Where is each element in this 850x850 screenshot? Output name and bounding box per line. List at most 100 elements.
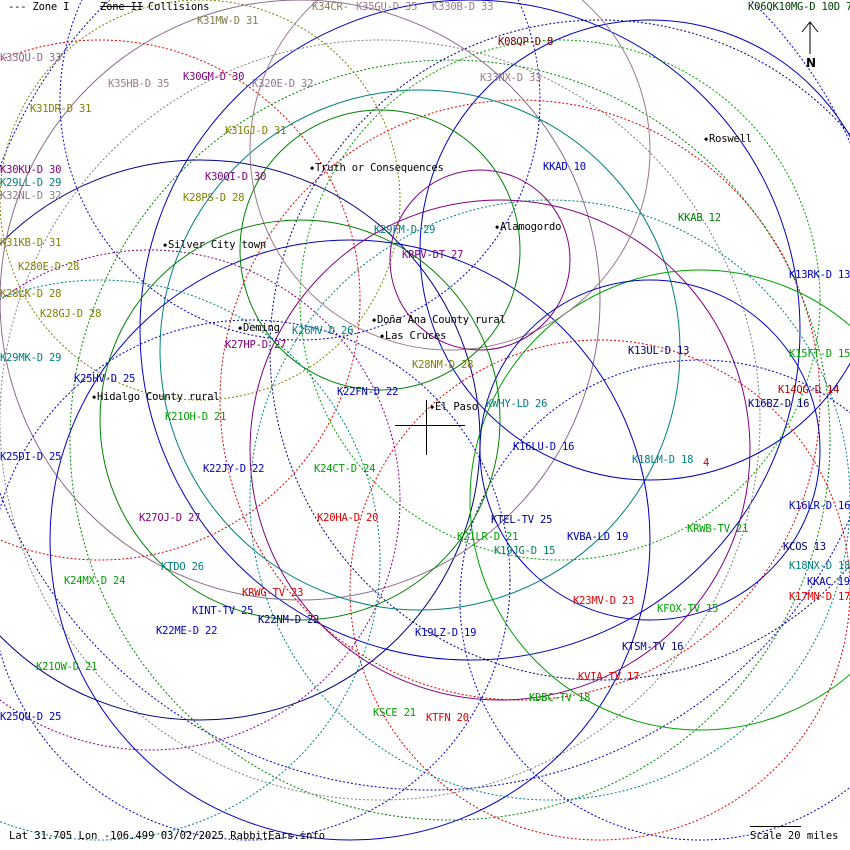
city-label: Roswell xyxy=(704,133,752,145)
station-label[interactable]: K30GM-D 30 xyxy=(183,71,245,83)
station-label[interactable]: K22FN-D 22 xyxy=(337,386,399,398)
station-label[interactable]: KSCE 21 xyxy=(373,707,416,719)
station-label[interactable]: KINT-TV 25 xyxy=(192,605,254,617)
station-label[interactable]: K24CT-D 24 xyxy=(314,463,376,475)
station-label[interactable]: KKAD 10 xyxy=(543,161,586,173)
coverage-circle xyxy=(0,39,761,801)
station-label[interactable]: KKAB 12 xyxy=(678,212,721,224)
station-label[interactable]: K25DI-D 25 xyxy=(0,451,62,463)
coverage-circle xyxy=(419,19,850,481)
station-label[interactable]: K330B-D 33 xyxy=(432,1,494,13)
station-label[interactable]: K14QG-D 14 xyxy=(778,384,840,396)
station-label[interactable]: KRPV-DT 27 xyxy=(402,249,464,261)
station-label[interactable]: K19JG-D 15 xyxy=(494,545,556,557)
station-label[interactable]: K33QU-D 33 xyxy=(0,52,62,64)
station-label[interactable]: K18LM-D 18 xyxy=(632,454,694,466)
legend-zone2: Zone II xyxy=(100,1,143,13)
station-label[interactable]: K27OJ-D 27 xyxy=(139,512,201,524)
station-label[interactable]: KCOS 13 xyxy=(783,541,826,553)
station-label[interactable]: K22ME-D 22 xyxy=(156,625,218,637)
station-label[interactable]: K29MK-D 29 xyxy=(0,352,62,364)
station-label[interactable]: K29FM-D 29 xyxy=(374,224,436,236)
station-label[interactable]: KRWB-TV 21 xyxy=(687,523,749,535)
station-label[interactable]: K32NL-D 32 xyxy=(0,190,62,202)
station-label[interactable]: K25HV-D 25 xyxy=(74,373,136,385)
footer-location-info: Lat 31.705 Lon -106.499 03/02/2025 Rabbi… xyxy=(9,830,326,842)
coverage-circle xyxy=(249,199,850,801)
station-label[interactable]: K28NM-D 28 xyxy=(412,359,474,371)
city-label: Alamogordo xyxy=(495,221,561,233)
station-label[interactable]: KFOX-TV 15 xyxy=(657,603,719,615)
coverage-circle xyxy=(69,59,831,821)
coverage-circle xyxy=(0,249,401,751)
station-label[interactable]: K23MV-D 23 xyxy=(573,595,635,607)
legend-collisions: Collisions xyxy=(148,1,210,13)
station-label[interactable]: KVBA-LD 19 xyxy=(567,531,629,543)
station-label[interactable]: K13UL-D 13 xyxy=(628,345,690,357)
station-label[interactable]: K31KB-D 31 xyxy=(0,237,62,249)
station-label[interactable]: K22JY-D 22 xyxy=(203,463,265,475)
station-label[interactable]: K28GJ-D 28 xyxy=(40,308,102,320)
station-label[interactable]: K21LR-D 21 xyxy=(457,531,519,543)
coverage-circle xyxy=(0,39,361,561)
station-label[interactable]: KWHY-LD 26 xyxy=(486,398,548,410)
station-label[interactable]: KVIA-TV 17 xyxy=(578,671,640,683)
station-label[interactable]: K34CR- xyxy=(312,1,349,13)
station-label[interactable]: K20HA-D 20 xyxy=(317,512,379,524)
crosshair-horizontal xyxy=(395,425,465,426)
coverage-circle xyxy=(0,279,381,841)
station-label[interactable]: K16LU-D 16 xyxy=(513,441,575,453)
station-label[interactable]: K31DR-D 31 xyxy=(30,103,92,115)
coverage-circle xyxy=(139,0,801,661)
station-label[interactable]: KKAC 19 xyxy=(807,576,850,588)
station-label[interactable]: K35HB-D 35 xyxy=(108,78,170,90)
station-label[interactable]: K28PS-D 28 xyxy=(183,192,245,204)
station-label[interactable]: K31GJ-D 31 xyxy=(225,125,287,137)
station-label[interactable]: K30KU-D 30 xyxy=(0,164,62,176)
station-label[interactable]: K21OH-D 21 xyxy=(165,411,227,423)
north-label: N xyxy=(806,56,817,70)
station-label[interactable]: K25QU-D 25 xyxy=(0,711,62,723)
station-label[interactable]: KTSM-TV 16 xyxy=(622,641,684,653)
station-label[interactable]: K22NM-D 22 xyxy=(258,614,320,626)
station-label[interactable]: KTDO 26 xyxy=(161,561,204,573)
city-label: Silver City town xyxy=(163,239,266,251)
coverage-circle xyxy=(0,0,401,401)
city-label: Hidalgo County rural xyxy=(92,391,220,403)
city-label: Truth or Consequences xyxy=(310,162,444,174)
station-label[interactable]: K17MN-D 17 xyxy=(789,591,850,603)
station-label[interactable]: K35GU-D 35 xyxy=(356,1,418,13)
station-label[interactable]: K13RK-D 13 xyxy=(789,269,850,281)
coverage-circle xyxy=(249,0,651,351)
station-label[interactable]: K29LL-D 29 xyxy=(0,177,62,189)
station-label[interactable]: K21OW-D 21 xyxy=(36,661,98,673)
station-label[interactable]: K33NX-D 33 xyxy=(480,72,542,84)
coverage-circle xyxy=(159,89,681,611)
station-label[interactable]: K27HP-D 27 xyxy=(225,339,287,351)
station-label[interactable]: K320E-D 32 xyxy=(252,78,314,90)
station-label[interactable]: K280E-D 28 xyxy=(18,261,80,273)
station-label[interactable]: K16BZ-D 16 xyxy=(748,398,810,410)
station-label[interactable]: KTEL-TV 25 xyxy=(491,514,553,526)
city-label: Doña Ana County rural xyxy=(372,314,506,326)
station-label[interactable]: KDBC-TV 18 xyxy=(529,692,591,704)
station-label[interactable]: K19LZ-D 19 xyxy=(415,627,477,639)
station-label[interactable]: 4 xyxy=(703,457,710,469)
station-label[interactable]: K24MX-D 24 xyxy=(64,575,126,587)
city-label: Deming xyxy=(238,322,280,334)
station-label[interactable]: K15FT-D 15 xyxy=(789,348,850,360)
coverage-circle xyxy=(299,39,821,561)
city-label: El Paso xyxy=(430,401,478,413)
legend-zone1: --- Zone I xyxy=(8,1,70,13)
station-label[interactable]: K31MW-D 31 xyxy=(197,15,259,27)
station-label[interactable]: K30QI-D 30 xyxy=(205,171,267,183)
station-label[interactable]: K08QP-D 8 xyxy=(498,36,554,48)
station-label[interactable]: K06QK10MG-D 10D 7 xyxy=(748,1,850,13)
station-label[interactable]: K18NX-D 18 xyxy=(789,560,850,572)
station-label[interactable]: K28LK-D 28 xyxy=(0,288,62,300)
station-label[interactable]: KTFN 20 xyxy=(426,712,469,724)
station-label[interactable]: K16LR-D 16 xyxy=(789,500,850,512)
station-label[interactable]: KRWG-TV 23 xyxy=(242,587,304,599)
station-label[interactable]: K26MV-D 26 xyxy=(292,325,354,337)
